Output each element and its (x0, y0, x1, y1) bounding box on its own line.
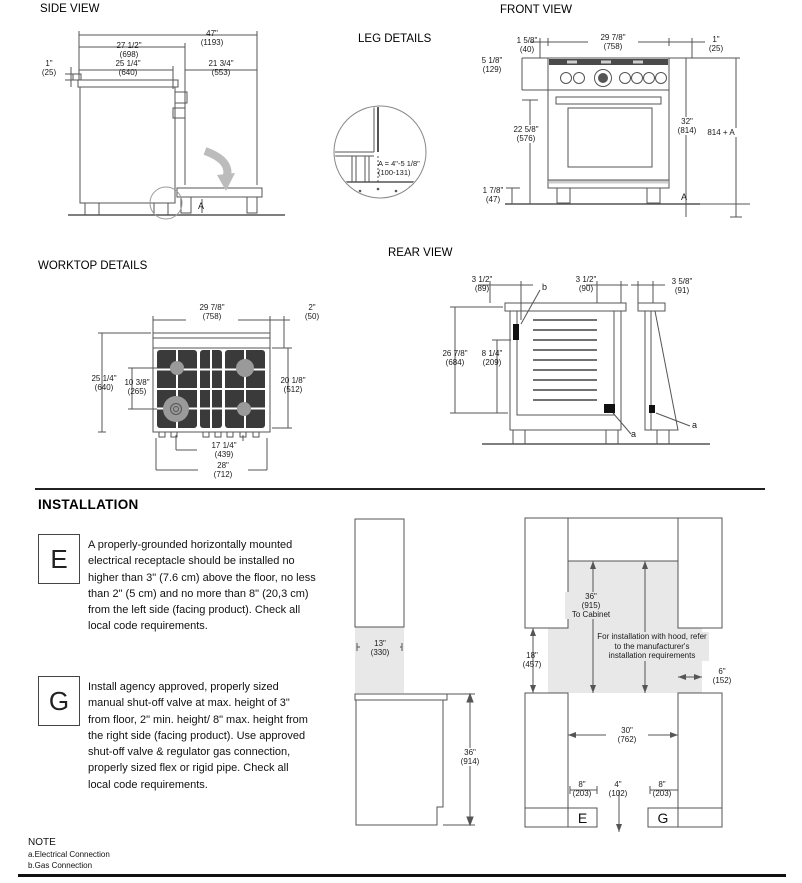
dim-29-7-8in-front: 29 7/8"(758) (588, 33, 638, 51)
note-heading: NOTE (28, 837, 56, 848)
dim-36in-side: 36"(914) (455, 748, 485, 766)
side-view-title: SIDE VIEW (40, 3, 100, 15)
marker-a-label-2: a (692, 420, 698, 430)
note-item-a: a.Electrical Connection (28, 850, 110, 859)
code-box-g: G (38, 676, 80, 726)
section-divider (35, 488, 765, 490)
leg-lines (335, 107, 425, 193)
dim-47in: 47"(1193) (200, 29, 224, 47)
leg-detail-callout-circle (149, 186, 183, 220)
dim-8-1-4in: 8 1/4"(209) (481, 349, 503, 367)
dim-26-7-8in: 26 7/8"(684) (442, 349, 468, 367)
dim-36in-to-cabinet: 36"(915)To Cabinet (565, 592, 617, 619)
dim-1-5-8in: 1 5/8"(40) (516, 36, 538, 54)
dim-10-3-8in: 10 3/8"(265) (124, 378, 150, 396)
dim-13in: 13"(330) (360, 639, 400, 657)
dim-1in: 1"(25) (41, 59, 57, 77)
dim-3-1-2in-right: 3 1/2"(90) (575, 275, 597, 293)
burner-medium-right (236, 359, 254, 377)
dim-30in: 30"(762) (606, 726, 648, 744)
installation-note-e: A properly-grounded horizontally mounted… (88, 539, 316, 633)
front-view-drawing (505, 38, 750, 218)
grates (157, 350, 265, 428)
front-view-lines (505, 38, 750, 218)
front-view-title: FRONT VIEW (500, 4, 572, 16)
dim-8in-left: 8"(203) (572, 780, 592, 798)
dim-21-3-4in: 21 3/4"(553) (208, 59, 234, 77)
door-swing-arrowhead (217, 173, 235, 191)
install-side-diagram (354, 518, 475, 827)
dim-1-7-8in: 1 7/8"(47) (482, 186, 504, 204)
dim-18in: 18"(457) (522, 651, 542, 669)
burner-large-left (163, 396, 189, 422)
burner-small-left (170, 361, 184, 375)
code-box-e: E (38, 534, 80, 584)
rear-view-lines (450, 281, 710, 445)
dim-3-1-2in-left: 3 1/2"(89) (471, 275, 493, 293)
dim-8in-right: 8"(203) (652, 780, 672, 798)
dim-28in: 28"(712) (198, 461, 248, 479)
leg-callout-circle (333, 105, 427, 199)
dim-5-1-8in: 5 1/8"(129) (481, 56, 503, 74)
worktop-title: WORKTOP DETAILS (38, 260, 148, 272)
dim-a-side: A (198, 201, 205, 211)
dim-3-5-8in: 3 5/8"(91) (671, 277, 693, 295)
clearance-zone-side (355, 627, 404, 693)
gas-connection-marker-b (513, 324, 519, 340)
dim-20-1-8in: 20 1/8"(512) (280, 376, 306, 394)
code-letter-e: E (50, 543, 68, 574)
dim-22-5-8in: 22 5/8"(576) (508, 125, 544, 143)
dim-4in: 4"(102) (608, 780, 628, 798)
burner-small-right (237, 402, 251, 416)
installation-note-g: Install agency approved, properly sized … (88, 681, 308, 791)
side-view-lines (65, 31, 285, 216)
rear-view-title: REAR VIEW (388, 247, 453, 259)
install-front-cabinets (524, 517, 723, 828)
dim-25-1-4in: 25 1/4"(640) (115, 59, 141, 77)
dim-814-plus-a: 814 + A (697, 128, 745, 137)
marker-b-label: b (542, 282, 548, 292)
dim-a-front: A (681, 192, 688, 202)
dim-6in: 6"(152) (712, 667, 732, 685)
rear-view-drawing (450, 281, 710, 445)
dim-29-7-8in-worktop: 29 7/8"(758) (186, 303, 238, 321)
electrical-connection-marker-a2 (649, 405, 655, 413)
install-front-arrowheads (530, 561, 702, 832)
side-view-drawing (65, 31, 285, 220)
electrical-connection-marker-a (604, 404, 615, 413)
floor-label-e: E (577, 810, 588, 826)
control-knobs (560, 69, 667, 87)
dim-25-1-4in-worktop: 25 1/4"(640) (91, 374, 117, 392)
worktop-drawing (98, 316, 292, 471)
leg-formula: A = 4"-5 1/8"(100-131) (378, 159, 420, 177)
note-item-b: b.Gas Connection (28, 861, 93, 870)
dim-1in-front: 1"(25) (708, 35, 724, 53)
dim-17-1-4in: 17 1/4"(439) (197, 441, 251, 459)
floor-label-g: G (657, 810, 669, 826)
leg-details-title: LEG DETAILS (358, 33, 432, 45)
leg-details-drawing (333, 105, 427, 199)
dim-2in: 2"(50) (304, 303, 320, 321)
page-bottom-rule (18, 874, 786, 877)
hood-installation-note: For installation with hood, refer to the… (595, 632, 709, 661)
installation-heading: INSTALLATION (38, 497, 139, 512)
rear-vent-lines (533, 319, 597, 401)
clearance-zone-front (548, 561, 702, 693)
dim-32in: 32"(814) (672, 117, 702, 135)
marker-a-label-1: a (631, 429, 637, 439)
code-letter-g: G (48, 685, 70, 716)
kick-trim-strip (549, 180, 668, 184)
install-side-lines (354, 518, 475, 827)
dim-27-1-2in: 27 1/2"(698) (116, 41, 142, 59)
